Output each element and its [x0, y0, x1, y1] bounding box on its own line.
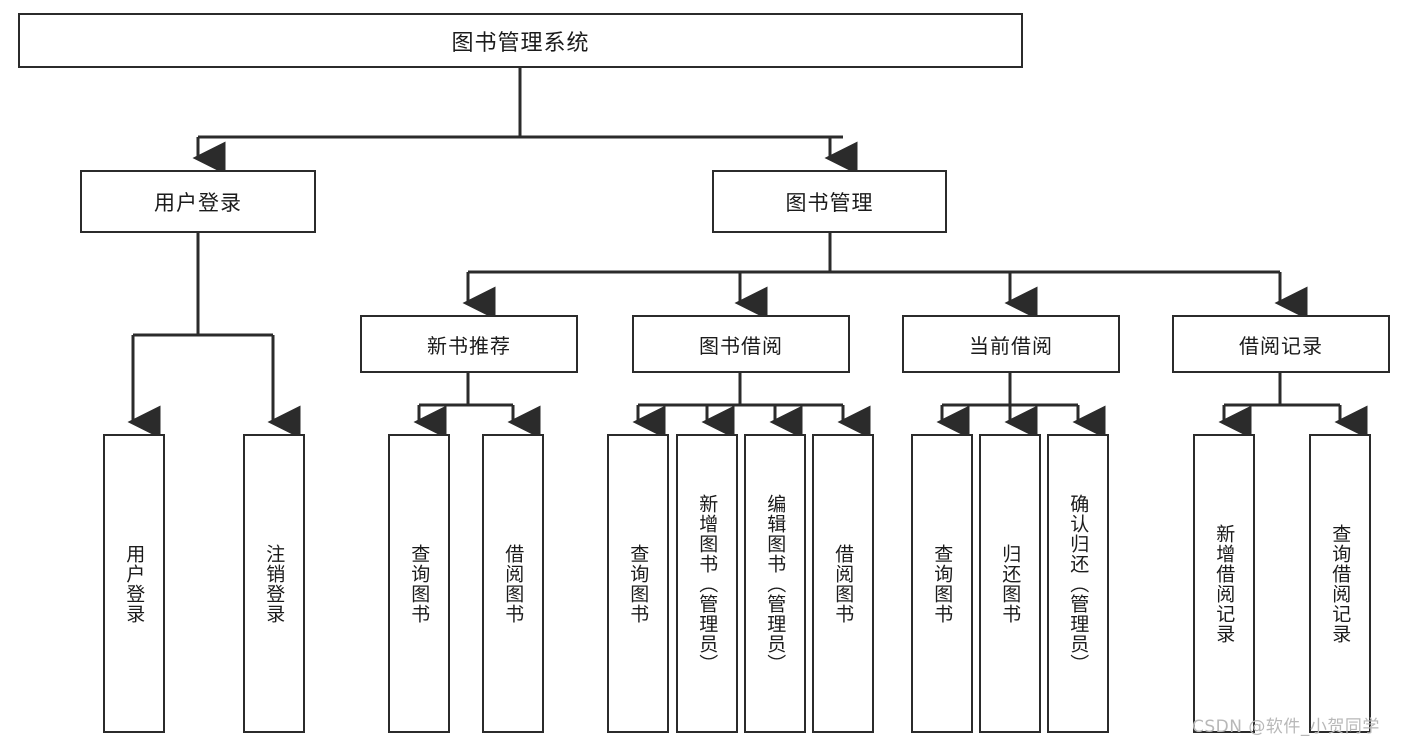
leaf-confirm-return-admin[interactable]: 确认归还（管理员）	[1047, 434, 1109, 733]
csdn-watermark: CSDN @软件_小贺同学	[1192, 717, 1380, 737]
node-label: 用户登录	[123, 543, 146, 624]
node-label: 图书借阅	[699, 333, 783, 358]
leaf-borrow-book-recommend[interactable]: 借阅图书	[482, 434, 544, 733]
node-label: 注销登录	[263, 543, 286, 624]
leaf-add-book-admin[interactable]: 新增图书（管理员）	[676, 434, 738, 733]
node-label: 图书管理系统	[451, 30, 590, 56]
node-borrow-record[interactable]: 借阅记录	[1172, 315, 1390, 373]
node-label: 图书管理	[785, 190, 874, 215]
node-label: 借阅记录	[1239, 333, 1323, 358]
leaf-query-book-recommend[interactable]: 查询图书	[388, 434, 450, 733]
node-label: 当前借阅	[969, 333, 1053, 358]
node-book-borrow[interactable]: 图书借阅	[632, 315, 850, 373]
node-label: 编辑图书（管理员）	[764, 493, 787, 674]
node-new-book-recommend[interactable]: 新书推荐	[360, 315, 578, 373]
node-label: 归还图书	[999, 543, 1022, 624]
node-label: 查询图书	[408, 543, 431, 624]
leaf-query-book-borrow[interactable]: 查询图书	[607, 434, 669, 733]
node-user-login[interactable]: 用户登录	[80, 170, 316, 233]
node-label: 新书推荐	[427, 333, 511, 358]
node-current-borrow[interactable]: 当前借阅	[902, 315, 1120, 373]
leaf-user-login[interactable]: 用户登录	[103, 434, 165, 733]
node-book-management-system[interactable]: 图书管理系统	[18, 13, 1023, 68]
leaf-add-borrow-record[interactable]: 新增借阅记录	[1193, 434, 1255, 733]
leaf-return-book[interactable]: 归还图书	[979, 434, 1041, 733]
node-label: 新增图书（管理员）	[696, 493, 719, 674]
leaf-logout[interactable]: 注销登录	[243, 434, 305, 733]
node-label: 用户登录	[154, 190, 242, 215]
node-label: 查询图书	[627, 543, 650, 624]
leaf-borrow-book[interactable]: 借阅图书	[812, 434, 874, 733]
leaf-edit-book-admin[interactable]: 编辑图书（管理员）	[744, 434, 806, 733]
node-label: 借阅图书	[832, 543, 855, 624]
node-label: 确认归还（管理员）	[1067, 493, 1090, 674]
node-label: 新增借阅记录	[1213, 523, 1236, 644]
node-book-management[interactable]: 图书管理	[712, 170, 947, 233]
leaf-query-book-current[interactable]: 查询图书	[911, 434, 973, 733]
node-label: 查询图书	[931, 543, 954, 624]
node-label: 查询借阅记录	[1329, 523, 1352, 644]
node-label: 借阅图书	[502, 543, 525, 624]
leaf-query-borrow-record[interactable]: 查询借阅记录	[1309, 434, 1371, 733]
